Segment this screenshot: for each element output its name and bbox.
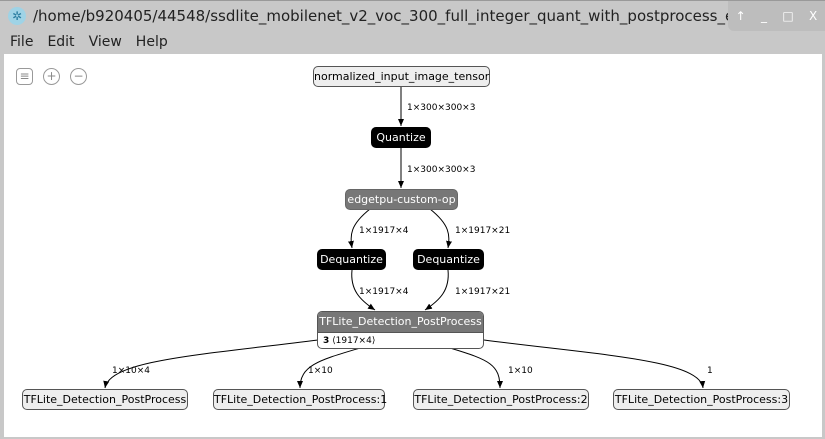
zoom-in-icon[interactable]: + <box>43 68 60 85</box>
edge <box>483 339 706 389</box>
zoom-out-icon[interactable]: − <box>70 68 87 85</box>
menu-view[interactable]: View <box>88 34 122 50</box>
window-title: /home/b920405/44548/ssdlite_mobilenet_v2… <box>33 7 728 25</box>
node-title: TFLite_Detection_PostProcess <box>318 312 483 332</box>
edge <box>351 269 376 311</box>
graph-canvas[interactable] <box>4 54 822 437</box>
edge <box>429 208 453 249</box>
edge-label: 1×300×300×3 <box>407 165 476 175</box>
edge <box>103 339 319 389</box>
sidebar-icon[interactable]: ≡ <box>16 68 33 85</box>
maximize-button[interactable]: □ <box>782 9 794 23</box>
node-edgetpu-custom-op[interactable]: edgetpu-custom-op <box>345 189 458 210</box>
attr-count: 3 <box>323 336 330 346</box>
edge-label: 1×1917×21 <box>455 287 511 297</box>
node-output-0[interactable]: TFLite_Detection_PostProcess <box>22 389 188 410</box>
edge-label: 1×10 <box>308 366 333 376</box>
app-icon: ✲ <box>8 7 26 25</box>
edge-label: 1×10 <box>508 366 533 376</box>
node-output-2[interactable]: TFLite_Detection_PostProcess:2 <box>413 389 589 410</box>
edge-label: 1×1917×4 <box>359 287 409 297</box>
edge <box>297 347 361 389</box>
node-output-1[interactable]: TFLite_Detection_PostProcess:1 <box>213 389 387 410</box>
edge-label: 1×300×300×3 <box>407 103 476 113</box>
node-dequantize-right[interactable]: Dequantize <box>413 249 484 270</box>
node-input[interactable]: normalized_input_image_tensor <box>313 66 490 87</box>
keep-above-button[interactable]: ↑ <box>735 9 746 23</box>
close-button[interactable]: X <box>809 9 818 23</box>
menu-bar: File Edit View Help <box>0 30 825 54</box>
menu-file[interactable]: File <box>10 34 34 50</box>
edge-label: 1×1917×4 <box>359 226 409 236</box>
attr-shape: ⟨1917×4⟩ <box>332 336 376 346</box>
edge-label: 1×1917×21 <box>455 226 511 236</box>
node-attribute: 3 ⟨1917×4⟩ <box>318 332 483 348</box>
window-controls: ↑ _ □ X <box>728 1 825 31</box>
node-quantize[interactable]: Quantize <box>371 127 431 148</box>
title-bar: ✲ /home/b920405/44548/ssdlite_mobilenet_… <box>0 0 825 31</box>
edge-label: 1 <box>707 366 713 376</box>
menu-help[interactable]: Help <box>135 34 168 50</box>
menu-edit[interactable]: Edit <box>47 34 75 50</box>
edge <box>424 269 449 311</box>
edge-label: 1×10×4 <box>112 366 150 376</box>
node-postprocess[interactable]: TFLite_Detection_PostProcess 3 ⟨1917×4⟩ <box>317 311 484 349</box>
node-output-3[interactable]: TFLite_Detection_PostProcess:3 <box>613 389 790 410</box>
minimize-button[interactable]: _ <box>761 9 768 23</box>
edge <box>449 347 503 389</box>
node-dequantize-left[interactable]: Dequantize <box>317 249 386 270</box>
edge <box>347 208 371 249</box>
